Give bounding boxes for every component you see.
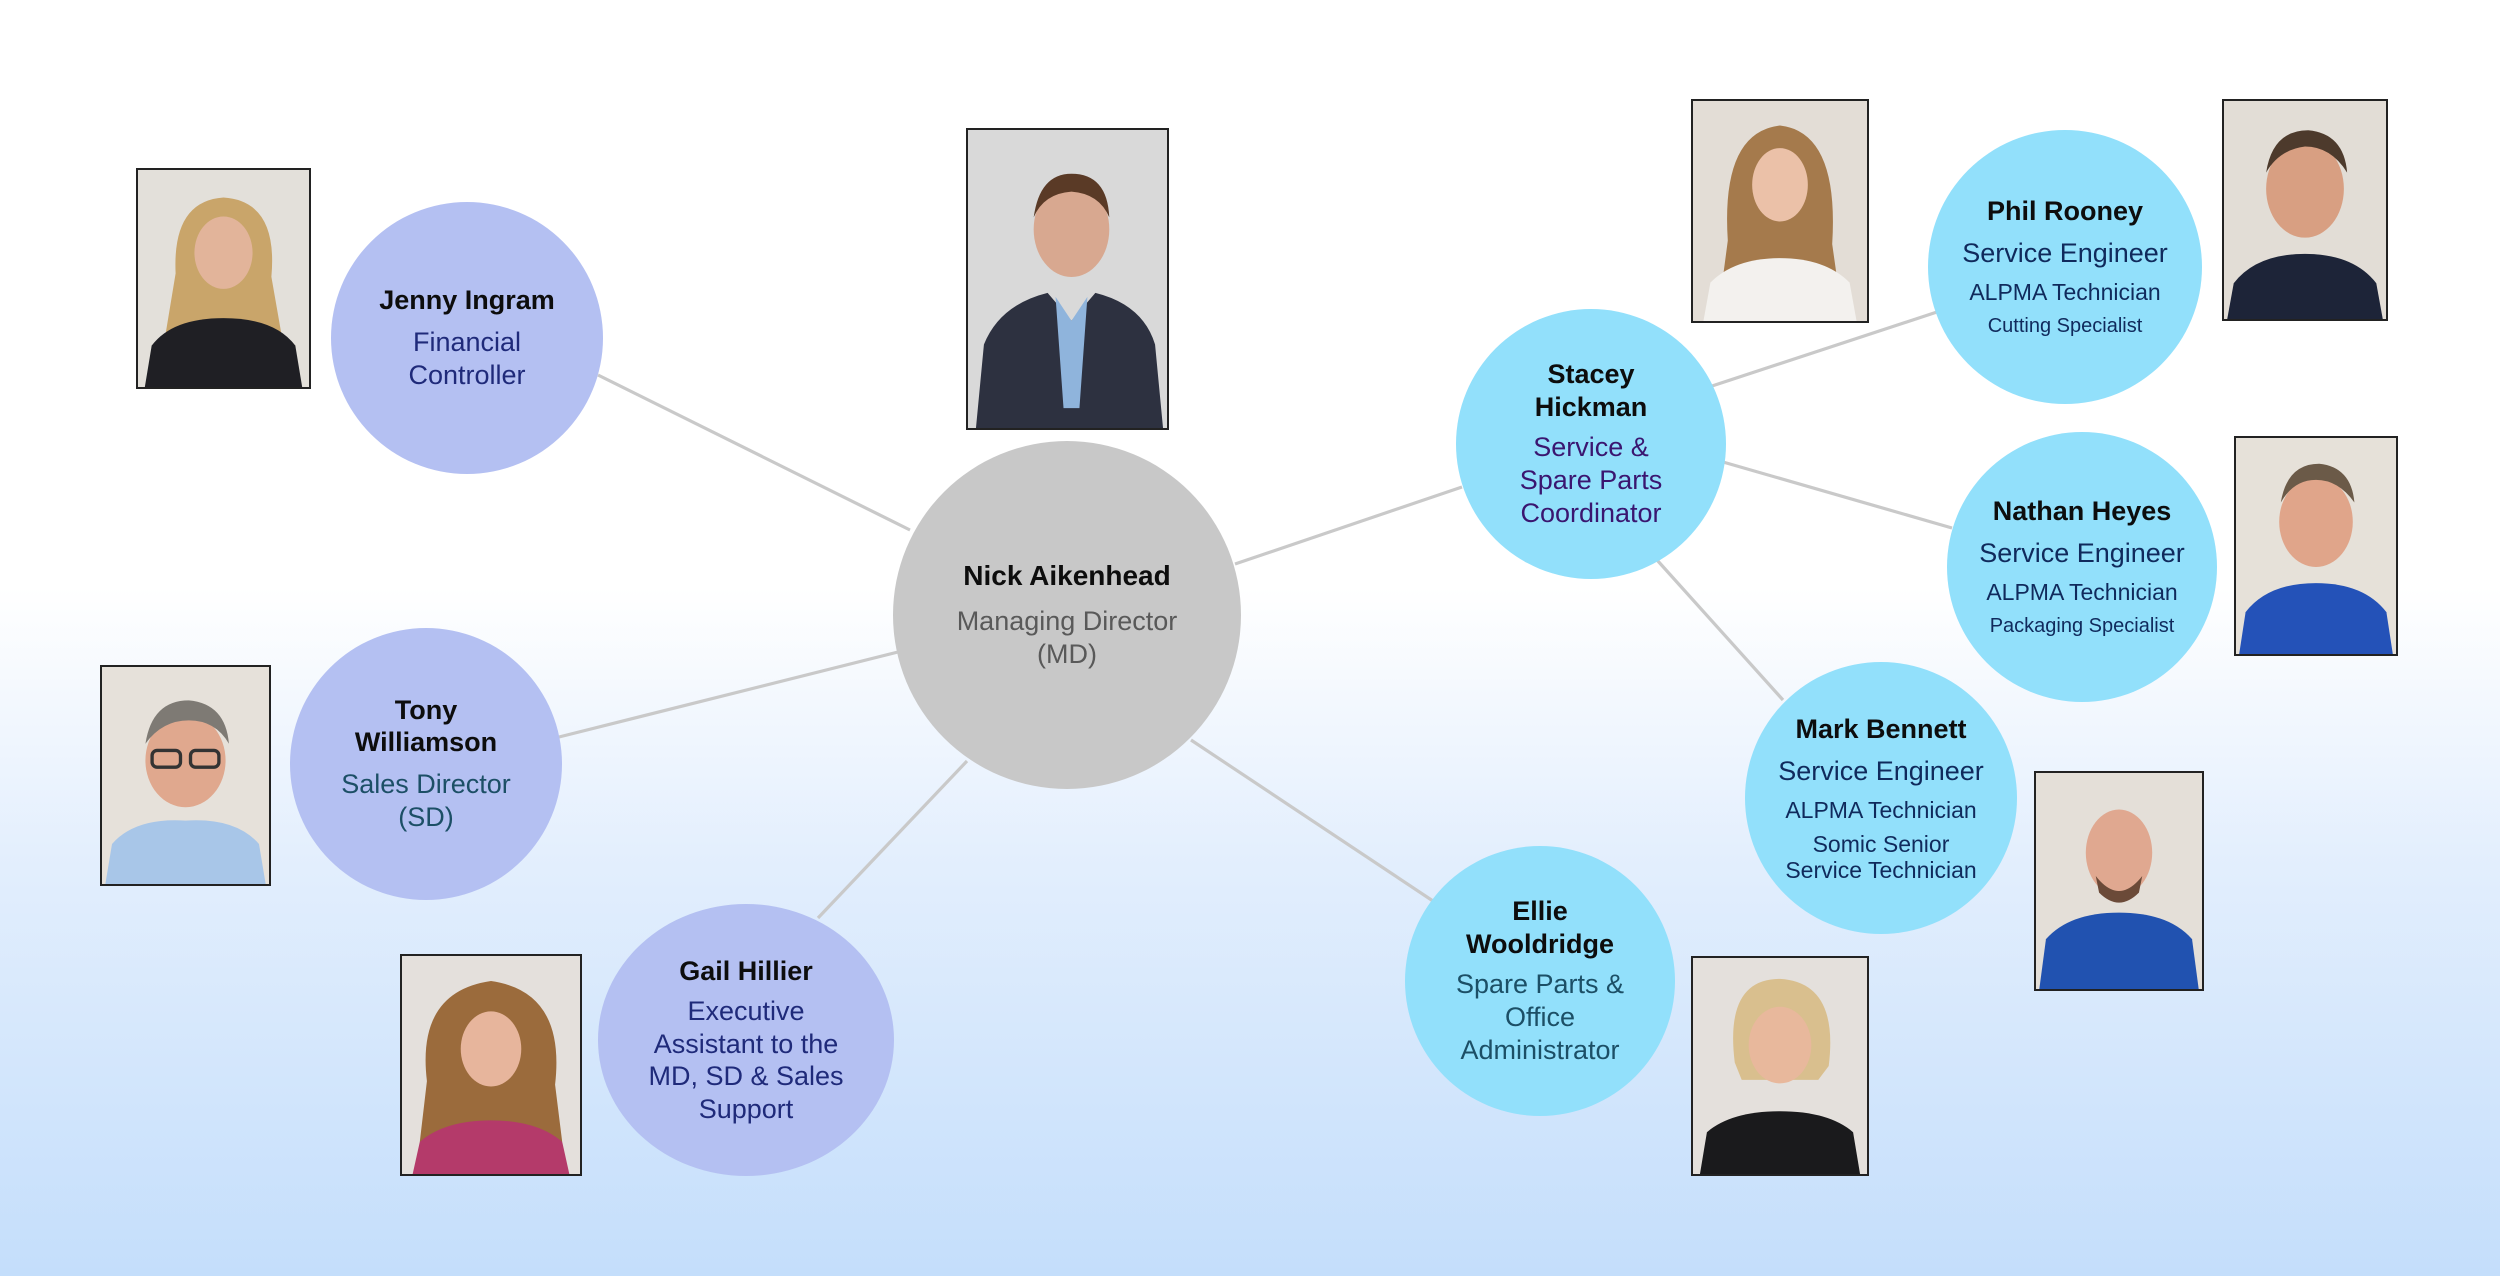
photo-jenny-ingram — [136, 168, 311, 389]
connector-stacey — [1234, 485, 1463, 566]
connector-phil — [1711, 310, 1938, 388]
connector-jenny — [597, 373, 911, 532]
connector-ellie — [1190, 738, 1434, 903]
node-name: Stacey Hickman — [1534, 359, 1648, 422]
node-name: Nick Aikenhead — [963, 560, 1171, 592]
node-role: Spare Parts & Office Administrator — [1455, 968, 1625, 1065]
node-ellie-wooldridge: Ellie Wooldridge Spare Parts & Office Ad… — [1405, 846, 1675, 1116]
node-tony-williamson: Tony Williamson Sales Director (SD) — [290, 628, 562, 900]
photo-nick-aikenhead — [966, 128, 1169, 430]
node-phil-rooney: Phil Rooney Service Engineer ALPMA Techn… — [1928, 130, 2202, 404]
node-specialty: ALPMA Technician — [1986, 579, 2178, 606]
photo-tony-williamson — [100, 665, 271, 886]
node-specialty-detail: Packaging Specialist — [1989, 615, 2175, 638]
person-silhouette-icon — [2224, 101, 2386, 319]
node-role: Executive Assistant to the MD, SD & Sale… — [648, 996, 844, 1124]
node-role: Managing Director (MD) — [956, 605, 1178, 669]
node-role: Service Engineer — [1979, 538, 2185, 569]
node-specialty: ALPMA Technician — [1969, 279, 2161, 306]
node-nathan-heyes: Nathan Heyes Service Engineer ALPMA Tech… — [1947, 432, 2217, 702]
photo-phil-rooney — [2222, 99, 2388, 321]
node-role: Service Engineer — [1962, 238, 2168, 269]
node-name: Nathan Heyes — [1992, 495, 2172, 526]
node-role: Service Engineer — [1778, 755, 1984, 786]
node-specialty-detail: Cutting Specialist — [1987, 315, 2143, 338]
photo-mark-bennett — [2034, 771, 2204, 991]
node-jenny-ingram: Jenny Ingram Financial Controller — [331, 202, 603, 474]
node-name: Jenny Ingram — [379, 284, 555, 315]
node-name: Mark Bennett — [1795, 713, 1967, 744]
person-silhouette-icon — [968, 130, 1167, 428]
photo-ellie-wooldridge — [1691, 956, 1869, 1176]
node-role: Financial Controller — [408, 327, 526, 391]
photo-nathan-heyes — [2234, 436, 2398, 656]
node-role: Service & Spare Parts Coordinator — [1519, 431, 1663, 528]
connector-tony — [558, 650, 899, 739]
photo-gail-hillier — [400, 954, 582, 1176]
person-silhouette-icon — [102, 667, 269, 884]
node-stacey-hickman: Stacey Hickman Service & Spare Parts Coo… — [1456, 309, 1726, 579]
person-silhouette-icon — [2236, 438, 2396, 654]
node-role: Sales Director (SD) — [341, 769, 511, 833]
photo-stacey-hickman — [1691, 99, 1869, 323]
node-specialty-detail: Somic Senior Service Technician — [1785, 830, 1977, 884]
node-name: Tony Williamson — [354, 694, 498, 758]
node-mark-bennett: Mark Bennett Service Engineer ALPMA Tech… — [1745, 662, 2017, 934]
node-name: Phil Rooney — [1986, 195, 2143, 226]
person-silhouette-icon — [1693, 958, 1867, 1174]
connector-nathan — [1722, 460, 1953, 530]
person-silhouette-icon — [1693, 101, 1867, 321]
node-specialty: ALPMA Technician — [1785, 796, 1977, 823]
person-silhouette-icon — [2036, 773, 2202, 989]
person-silhouette-icon — [138, 170, 309, 387]
node-name: Ellie Wooldridge — [1466, 896, 1614, 959]
node-name: Gail Hillier — [679, 956, 813, 987]
node-gail-hillier: Gail Hillier Executive Assistant to the … — [598, 904, 894, 1176]
node-nick-aikenhead: Nick Aikenhead Managing Director (MD) — [893, 441, 1241, 789]
connector-gail — [816, 759, 969, 920]
person-silhouette-icon — [402, 956, 580, 1174]
connector-mark — [1655, 558, 1785, 702]
